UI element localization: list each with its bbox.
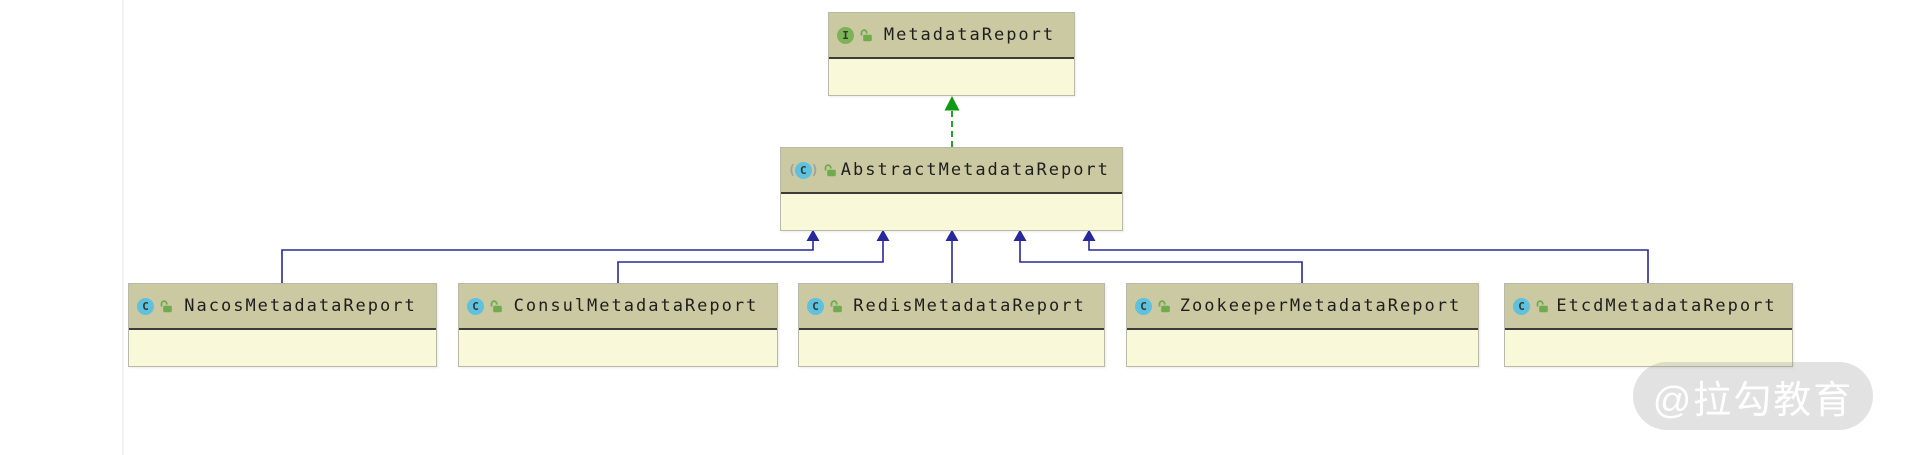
extends-edges [281, 241, 1649, 283]
abstract-paren-left: ( [788, 162, 796, 178]
unlocked-icon [830, 300, 842, 313]
abstract-class-icon: ( C ) [788, 161, 819, 179]
extends-edge-consul [617, 241, 884, 283]
node-icons: I [837, 26, 873, 44]
uml-node-abstractmetadatareport[interactable]: ( C ) AbstractMetadataReport [780, 147, 1123, 231]
class-name: NacosMetadataReport [184, 296, 417, 316]
node-header: C ConsulMetadataReport [459, 284, 777, 328]
extends-arrowhead [945, 229, 959, 241]
class-name: RedisMetadataReport [853, 296, 1086, 316]
unlocked-icon [824, 164, 836, 177]
unlocked-icon [860, 29, 872, 42]
abstract-paren-right: ) [810, 162, 819, 178]
node-body [799, 328, 1104, 366]
class-icon: C [1513, 297, 1530, 315]
editor-gutter-line [122, 0, 124, 455]
unlocked-icon [160, 300, 172, 313]
uml-node-redismetadatareport[interactable]: C RedisMetadataReport [798, 283, 1105, 367]
node-body [1127, 328, 1478, 366]
class-icon: C [807, 297, 824, 315]
class-name: ZookeeperMetadataReport [1179, 296, 1462, 316]
class-icon: C [467, 297, 484, 315]
class-name: AbstractMetadataReport [840, 160, 1110, 180]
node-header: C EtcdMetadataReport [1505, 284, 1792, 328]
extends-arrowhead [1013, 229, 1027, 241]
node-icons: C [807, 297, 843, 315]
unlocked-icon [1536, 300, 1548, 313]
node-header: ( C ) AbstractMetadataReport [781, 148, 1122, 192]
node-header: C NacosMetadataReport [129, 284, 436, 328]
class-icon: C [1135, 297, 1152, 315]
class-name: EtcdMetadataReport [1556, 296, 1777, 316]
node-body [459, 328, 777, 366]
node-icons: C [1135, 297, 1171, 315]
node-header: I MetadataReport [829, 13, 1074, 57]
node-icons: C [1513, 297, 1549, 315]
node-body [129, 328, 436, 366]
unlocked-icon [490, 300, 502, 313]
class-name: MetadataReport [883, 25, 1056, 45]
class-icon: C [137, 297, 154, 315]
class-icon: C [794, 161, 812, 179]
node-header: C ZookeeperMetadataReport [1127, 284, 1478, 328]
node-header: C RedisMetadataReport [799, 284, 1104, 328]
extends-edge-zookeeper [1019, 241, 1303, 283]
extends-arrowhead [1082, 229, 1096, 241]
node-icons: ( C ) [788, 161, 837, 179]
uml-node-nacosmetadatareport[interactable]: C NacosMetadataReport [128, 283, 437, 367]
uml-node-consulmetadatareport[interactable]: C ConsulMetadataReport [458, 283, 778, 367]
node-icons: C [467, 297, 503, 315]
node-icons: C [137, 297, 173, 315]
watermark-badge: @拉勾教育 [1633, 362, 1873, 430]
implements-arrowhead [944, 96, 960, 111]
interface-icon: I [837, 26, 854, 44]
extends-arrowhead [876, 229, 890, 241]
extends-arrowheads [806, 229, 1096, 241]
extends-edge-etcd [1088, 241, 1649, 283]
node-body [1505, 328, 1792, 366]
node-body [829, 57, 1074, 95]
class-name: ConsulMetadataReport [513, 296, 759, 316]
unlocked-icon [1158, 300, 1170, 313]
uml-node-etcdmetadatareport[interactable]: C EtcdMetadataReport [1504, 283, 1793, 367]
node-body [781, 192, 1122, 230]
extends-edge-nacos [281, 241, 814, 283]
extends-arrowhead [806, 229, 820, 241]
uml-node-zookeepermetadatareport[interactable]: C ZookeeperMetadataReport [1126, 283, 1479, 367]
uml-node-metadatareport[interactable]: I MetadataReport [828, 12, 1075, 96]
